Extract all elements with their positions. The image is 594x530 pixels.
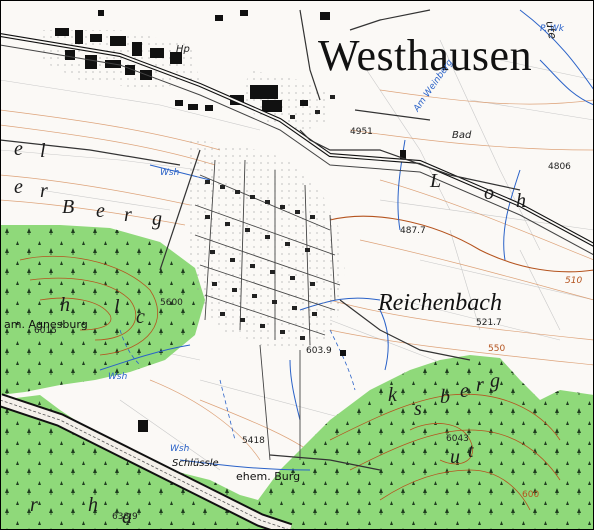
spot-height: 5600 bbox=[160, 298, 183, 308]
terrain-letter: o bbox=[484, 182, 494, 204]
spot-height: 5418 bbox=[242, 436, 265, 446]
terrain-letter: h bbox=[516, 190, 526, 212]
terrain-letter: e bbox=[96, 200, 105, 222]
bad-label: Bad bbox=[452, 130, 472, 141]
station-label: Hp bbox=[176, 44, 190, 55]
wsh-label-2: Wsh bbox=[108, 372, 128, 382]
place-label-agnesburg: am. Agnesburg bbox=[4, 318, 88, 331]
terrain-letter: r bbox=[40, 180, 48, 202]
terrain-letter: e bbox=[14, 176, 23, 198]
castle-label: ehem. Burg bbox=[236, 470, 301, 483]
terrain-letter: b bbox=[440, 386, 450, 408]
contour-label: 550 bbox=[488, 344, 506, 354]
spot-height: 6043 bbox=[446, 434, 469, 444]
terrain-letter: h bbox=[88, 494, 98, 516]
spot-height: 6015 bbox=[34, 326, 57, 336]
terrain-letter: e bbox=[14, 138, 23, 160]
village-houses bbox=[205, 95, 335, 340]
stream-dashes bbox=[119, 329, 356, 441]
roads bbox=[0, 9, 521, 471]
index-contour-510 bbox=[329, 215, 594, 273]
terrain-letter: l bbox=[40, 140, 46, 162]
railway-main bbox=[0, 33, 594, 256]
spot-height: 487.7 bbox=[400, 226, 426, 236]
spot-height: 4951 bbox=[350, 127, 373, 137]
wsh-label-3: Wsh bbox=[170, 444, 190, 454]
terrain-letter: s bbox=[414, 398, 422, 420]
forest-west bbox=[0, 225, 205, 395]
spot-height: 521.7 bbox=[476, 318, 502, 328]
terrain-letter: g bbox=[490, 370, 500, 392]
contour-label: 510 bbox=[565, 276, 583, 286]
forest-contours bbox=[19, 255, 561, 511]
locality-label: Schlüssle bbox=[172, 458, 219, 469]
contour-label: 600 bbox=[522, 490, 540, 500]
terrain-letter: u bbox=[450, 446, 460, 468]
terrain-letter: g bbox=[152, 208, 162, 230]
terrain-letter: r bbox=[30, 494, 38, 516]
terrain-letter: r bbox=[124, 204, 132, 226]
terrain-letter: c bbox=[136, 306, 145, 328]
terrain-letter: e bbox=[460, 380, 469, 402]
contour-lines bbox=[0, 89, 594, 461]
terrain-letter: h bbox=[60, 294, 70, 316]
forest-southeast bbox=[258, 355, 594, 530]
wsh-label-1: Wsh bbox=[160, 168, 180, 178]
terrain-letter: t bbox=[468, 440, 474, 462]
field-boundaries bbox=[0, 39, 594, 471]
town-label-reichenbach: Reichenbach bbox=[378, 290, 502, 316]
town-label-westhausen: Westhausen bbox=[318, 31, 533, 80]
spot-height: 603.9 bbox=[306, 346, 332, 356]
terrain-letter: l bbox=[114, 296, 120, 318]
terrain-letter: a bbox=[122, 506, 132, 528]
terrain-letter: B bbox=[62, 196, 75, 218]
terrain-letter: r bbox=[476, 374, 484, 396]
spot-height: 4806 bbox=[548, 162, 571, 172]
village-streets bbox=[194, 159, 341, 461]
spot-height: 638.9 bbox=[112, 512, 138, 522]
waterworks-label: P. Wk bbox=[540, 24, 565, 34]
terrain-letter: k bbox=[388, 384, 397, 406]
motorway bbox=[0, 393, 293, 530]
terrain-letter: L bbox=[430, 170, 442, 192]
